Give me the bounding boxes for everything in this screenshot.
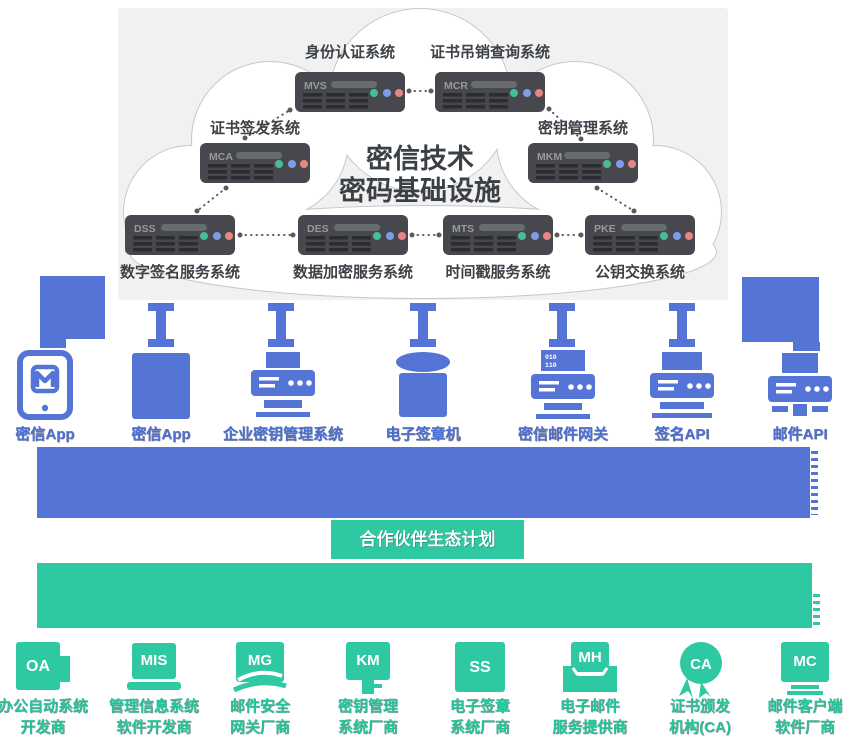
- product-label: 电子签章机: [385, 426, 461, 443]
- ss-stamp-icon: SS: [455, 642, 505, 692]
- partner-code: SS: [469, 659, 491, 676]
- ibeam-connector: [148, 303, 174, 347]
- product-label: 邮件API: [772, 426, 828, 443]
- server-code: PKE: [594, 223, 616, 235]
- partner-label-line1: 证书颁发: [669, 698, 730, 715]
- ibeam-connector: [549, 303, 575, 347]
- connector-block-left: [40, 276, 105, 339]
- server-label: 公钥交换系统: [595, 263, 685, 281]
- mh-inbox-icon: MH: [563, 642, 617, 692]
- server-mkm: MKM 密钥管理系统: [528, 119, 638, 183]
- partner-code: OA: [26, 658, 50, 675]
- svg-text:110: 110: [545, 362, 557, 369]
- ca-certificate-icon: CA: [679, 642, 722, 698]
- server-code: MKM: [537, 151, 562, 163]
- connector-block-right-foot: [793, 342, 820, 351]
- mc-client-icon: MC: [781, 642, 829, 695]
- oa-badge-icon: OA: [16, 642, 70, 690]
- phone-app-icon: [17, 350, 73, 420]
- product-label: 密信App: [131, 426, 191, 443]
- stamp-machine-icon: [396, 352, 450, 417]
- mail-api-icon: [768, 353, 832, 416]
- partner-label-line2: 软件厂商: [774, 719, 835, 736]
- server-label: 证书签发系统: [210, 119, 300, 137]
- partner-label-line2: 系统厂商: [449, 719, 510, 736]
- server-label: 密钥管理系统: [538, 119, 628, 137]
- partner-code: MIS: [141, 652, 168, 669]
- connector-block-left-foot: [40, 339, 66, 348]
- key-server-icon: [251, 352, 315, 417]
- server-dss: DSS 数字签名服务系统: [120, 215, 240, 281]
- partners-banner-edge-marks: [813, 594, 820, 628]
- partner-label: 电子邮件 服务提供商: [525, 696, 655, 738]
- partner-code: CA: [690, 656, 712, 673]
- connector-block-right: [742, 277, 819, 342]
- partner-code: MH: [578, 649, 601, 666]
- server-code: DSS: [134, 223, 156, 235]
- partner-label-line1: 邮件安全: [229, 698, 290, 715]
- partner-label: 办公自动系统 开发商: [0, 696, 108, 738]
- server-label: 证书吊销查询系统: [430, 43, 550, 61]
- partner-label-line2: 软件开发商: [116, 719, 192, 736]
- partner-code: MG: [248, 652, 272, 669]
- partner-label: 密钥管理 系统厂商: [303, 696, 433, 738]
- partner-label-line1: 密钥管理: [337, 698, 398, 715]
- server-label: 数字签名服务系统: [120, 263, 240, 281]
- partner-label-line2: 机构(CA): [669, 719, 731, 736]
- partner-label-line2: 系统厂商: [337, 719, 398, 736]
- cloud-title-line1: 密信技术: [366, 143, 474, 174]
- server-mvs: MVS 身份认证系统: [295, 43, 405, 112]
- server-code: MCA: [209, 151, 233, 163]
- partner-label-line1: 电子签章: [449, 698, 510, 715]
- server-label: 时间戳服务系统: [445, 263, 550, 281]
- dotted-links: [196, 90, 635, 236]
- products-banner-edge-marks: [811, 451, 818, 515]
- product-label: 签名API: [654, 426, 710, 443]
- cloud-title-line2: 密码基础设施: [339, 175, 501, 206]
- partner-label: 电子签章 系统厂商: [415, 696, 545, 738]
- partner-label-line2: 开发商: [20, 719, 66, 736]
- partner-label-line1: 管理信息系统: [108, 698, 199, 715]
- partners-banner: [37, 563, 812, 628]
- server-mts: MTS 时间戳服务系统: [443, 215, 553, 281]
- ibeam-connector: [410, 303, 436, 347]
- partner-code: KM: [356, 652, 379, 669]
- product-label: 密信邮件网关: [517, 426, 608, 443]
- server-code: MTS: [452, 223, 474, 235]
- server-mca: MCA 证书签发系统: [200, 119, 310, 183]
- partner-label: 邮件安全 网关厂商: [195, 696, 325, 738]
- partner-label-line2: 服务提供商: [552, 719, 628, 736]
- partner-program-tab: 合作伙伴生态计划: [331, 520, 524, 559]
- server-label: 身份认证系统: [305, 43, 395, 61]
- partner-label: 证书颁发 机构(CA): [635, 696, 765, 738]
- partner-label-line1: 办公自动系统: [0, 698, 88, 715]
- partner-code: MC: [793, 653, 816, 670]
- server-code: MCR: [444, 80, 468, 92]
- ibeam-connector: [669, 303, 695, 347]
- partner-label-line2: 网关厂商: [229, 719, 290, 736]
- signing-api-icon: [650, 352, 714, 418]
- partner-label-line1: 电子邮件: [559, 698, 620, 715]
- server-des: DES 数据加密服务系统: [293, 215, 413, 281]
- partner-label: 邮件客户端 软件厂商: [740, 696, 845, 738]
- server-label: 数据加密服务系统: [293, 263, 413, 281]
- ibeam-connector: [268, 303, 294, 347]
- svg-text:010: 010: [545, 354, 557, 361]
- server-code: DES: [307, 223, 329, 235]
- partner-label-line1: 邮件客户端: [767, 698, 843, 715]
- partner-label: 管理信息系统 软件开发商: [89, 696, 219, 738]
- cloud-infrastructure-panel: MVS 身份认证系统 MCR 证书吊销查询系统 MCA 证书签发系统 MKM 密…: [118, 8, 728, 300]
- mail-gateway-icon: 010 110: [531, 350, 595, 419]
- app-square-icon: [132, 353, 190, 419]
- mis-laptop-icon: MIS: [127, 643, 181, 690]
- dotted-link-endpoints: [194, 88, 637, 238]
- server-pke: PKE 公钥交换系统: [585, 215, 695, 281]
- product-label: 密信App: [15, 426, 75, 443]
- mg-gateway-icon: MG: [232, 642, 287, 693]
- server-mcr: MCR 证书吊销查询系统: [430, 43, 550, 112]
- server-code: MVS: [304, 80, 327, 92]
- product-label: 企业密钥管理系统: [222, 426, 343, 443]
- km-key-icon: KM: [346, 642, 390, 694]
- products-banner: [37, 447, 810, 518]
